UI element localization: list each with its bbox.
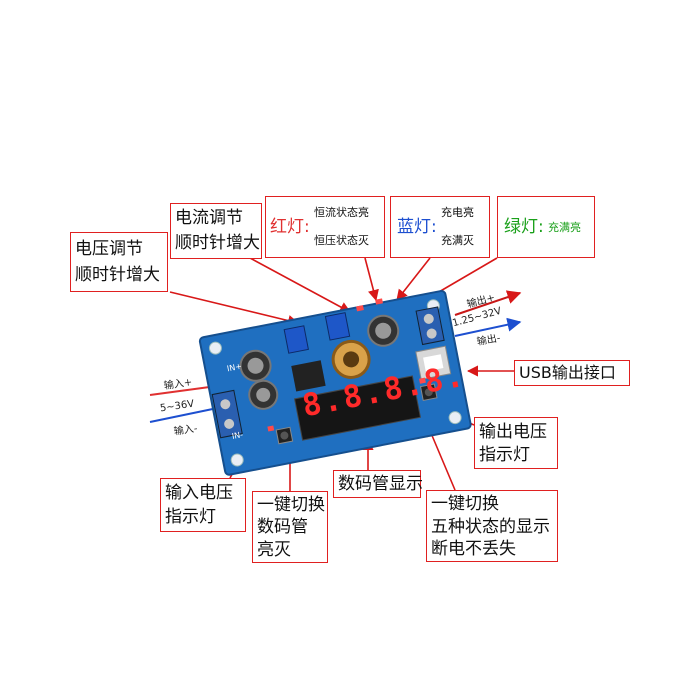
leader-voltage-adjust <box>169 291 300 327</box>
callout-blue-led: 蓝灯: 充电亮 充满灭 <box>390 196 490 258</box>
red-led-line2: 恒压状态灭 <box>314 234 369 247</box>
callout-voltage-adjust: 电压调节 顺时针增大 <box>70 232 168 292</box>
mode-toggle-line1: 一键切换 <box>431 494 499 514</box>
segment-display-label: 数码管显示 <box>338 474 423 494</box>
callout-display-toggle: 一键切换 数码管 亮灭 <box>252 491 328 563</box>
voltage-adjust-line2: 顺时针增大 <box>75 265 160 285</box>
callout-input-voltage-led: 输入电压 指示灯 <box>160 478 246 532</box>
mode-toggle-line3: 断电不丢失 <box>431 539 516 559</box>
current-adjust-line2: 顺时针增大 <box>175 233 260 253</box>
red-led-line1: 恒流状态亮 <box>314 206 369 219</box>
red-led-title: 红灯: <box>270 217 310 237</box>
blue-led-line1: 充电亮 <box>441 206 474 219</box>
callout-current-adjust: 电流调节 顺时针增大 <box>170 203 262 259</box>
callout-segment-display: 数码管显示 <box>333 470 423 498</box>
display-toggle-line1: 一键切换 <box>257 495 325 515</box>
input-led-line2: 指示灯 <box>165 507 216 527</box>
output-led-line1: 输出电压 <box>479 422 547 442</box>
callout-mode-toggle: 一键切换 五种状态的显示 断电不丢失 <box>426 490 558 562</box>
display-toggle-line3: 亮灭 <box>257 540 291 560</box>
callout-green-led: 绿灯: 充满亮 <box>497 196 595 258</box>
blue-led-title: 蓝灯: <box>397 217 437 237</box>
callout-output-voltage-led: 输出电压 指示灯 <box>474 417 558 469</box>
callout-usb-output: USB输出接口 <box>514 360 630 386</box>
arrow-output-plus <box>454 290 522 316</box>
leader-current-adjust <box>249 257 351 313</box>
input-led-line1: 输入电压 <box>165 483 233 503</box>
mode-toggle-line2: 五种状态的显示 <box>431 517 550 537</box>
callout-red-led: 红灯: 恒流状态亮 恒压状态灭 <box>265 196 385 258</box>
output-led-line2: 指示灯 <box>479 445 530 465</box>
voltage-adjust-line1: 电压调节 <box>75 239 143 259</box>
green-led-line1: 充满亮 <box>548 221 581 234</box>
leader-mode-toggle <box>426 424 456 491</box>
blue-led-line2: 充满灭 <box>441 234 474 247</box>
display-toggle-line2: 数码管 <box>257 517 308 537</box>
green-led-title: 绿灯: <box>504 217 544 237</box>
arrow-output-minus <box>454 317 522 337</box>
leader-blue-led <box>396 257 431 301</box>
current-adjust-line1: 电流调节 <box>175 208 243 228</box>
leader-red-led <box>364 257 379 302</box>
usb-output-label: USB输出接口 <box>519 363 616 382</box>
